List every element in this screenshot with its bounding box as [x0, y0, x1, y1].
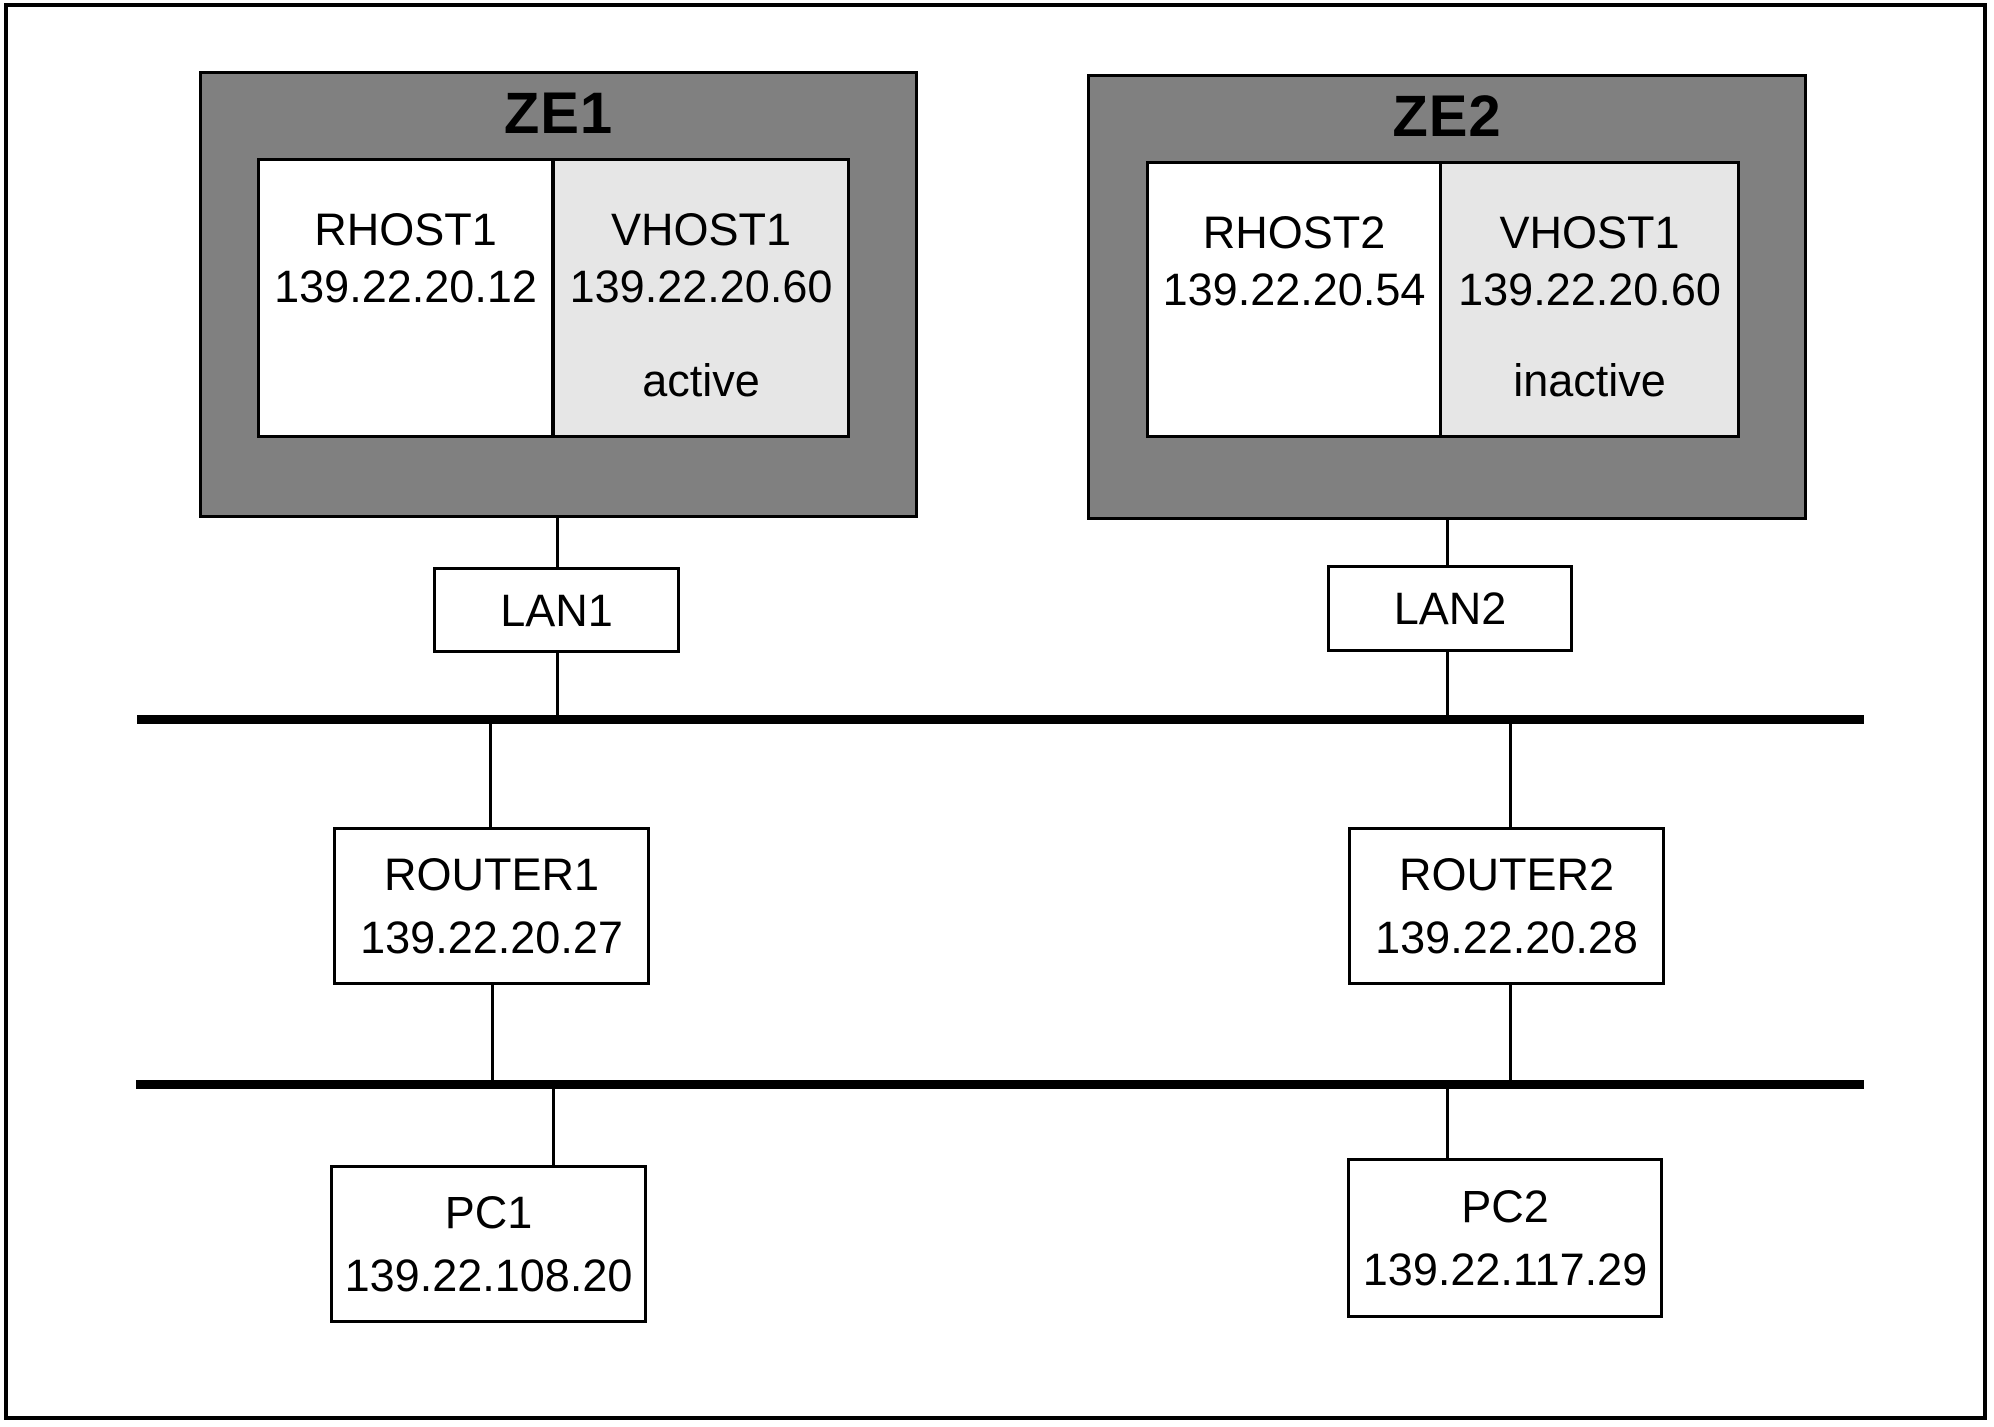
pc2-ip: 139.22.117.29: [1362, 1244, 1648, 1295]
host-vhost1-ze1: VHOST1 139.22.20.60 active: [552, 158, 850, 438]
host-vhost1-ze1-name: VHOST1: [610, 204, 792, 255]
connector-ze1-lan1: [556, 518, 559, 567]
host-rhost1: RHOST1 139.22.20.12: [257, 158, 554, 438]
router2-ip: 139.22.20.28: [1375, 912, 1638, 963]
bus-line-lower: [136, 1080, 1864, 1089]
bus-line-upper: [137, 715, 1864, 724]
connector-bus-upper-router1: [489, 724, 492, 827]
host-rhost2: RHOST2 139.22.20.54: [1146, 161, 1442, 438]
diagram-border: [4, 3, 1987, 1420]
host-vhost1-ze1-ip: 139.22.20.60: [569, 261, 833, 312]
router2-name: ROUTER2: [1398, 849, 1615, 900]
connector-lan1-bus-upper: [556, 653, 559, 715]
router2-box: ROUTER2 139.22.20.28: [1348, 827, 1665, 985]
connector-bus-lower-pc1: [552, 1089, 555, 1165]
pc2-box: PC2 139.22.117.29: [1347, 1158, 1663, 1318]
pc1-name: PC1: [444, 1187, 533, 1238]
connector-bus-upper-router2: [1509, 724, 1512, 827]
host-vhost1-ze2-name: VHOST1: [1499, 207, 1680, 258]
lan1-label: LAN1: [500, 584, 613, 636]
host-vhost1-ze2-ip: 139.22.20.60: [1458, 264, 1721, 315]
host-rhost1-name: RHOST1: [314, 204, 497, 255]
lan1-box: LAN1: [433, 567, 680, 653]
router1-ip: 139.22.20.27: [360, 912, 623, 963]
connector-ze2-lan2: [1446, 520, 1449, 565]
host-rhost2-ip: 139.22.20.54: [1162, 264, 1426, 315]
lan2-label: LAN2: [1393, 583, 1507, 634]
router1-name: ROUTER1: [383, 849, 600, 900]
connector-router2-bus-lower: [1509, 985, 1512, 1080]
router1-box: ROUTER1 139.22.20.27: [333, 827, 650, 985]
zone-ze2-title: ZE2: [1392, 84, 1502, 149]
host-vhost1-ze2: VHOST1 139.22.20.60 inactive: [1439, 161, 1740, 438]
lan2-box: LAN2: [1327, 565, 1573, 652]
host-rhost1-ip: 139.22.20.12: [274, 261, 537, 312]
zone-ze1: ZE1 RHOST1 139.22.20.12 VHOST1 139.22.20…: [199, 71, 918, 518]
host-rhost2-name: RHOST2: [1202, 207, 1386, 258]
host-vhost1-ze2-status: inactive: [1513, 355, 1666, 406]
host-vhost1-ze1-status: active: [642, 355, 760, 406]
connector-router1-bus-lower: [491, 985, 494, 1080]
pc1-box: PC1 139.22.108.20: [330, 1165, 647, 1323]
connector-bus-lower-pc2: [1446, 1089, 1449, 1158]
zone-ze2: ZE2 RHOST2 139.22.20.54 VHOST1 139.22.20…: [1087, 74, 1807, 520]
zone-ze1-title: ZE1: [503, 81, 614, 146]
pc1-ip: 139.22.108.20: [344, 1250, 633, 1301]
pc2-name: PC2: [1461, 1181, 1549, 1232]
connector-lan2-bus-upper: [1446, 652, 1449, 715]
